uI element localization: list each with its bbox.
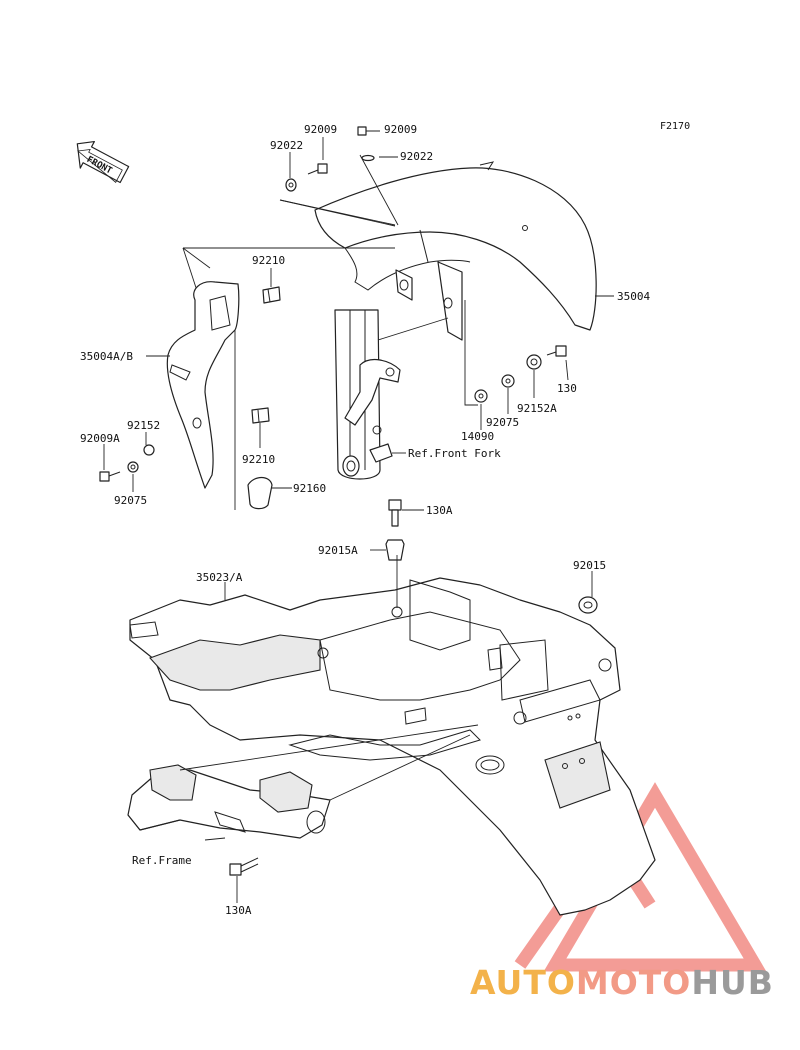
label-92160: 92160 [293,482,326,495]
label-35004: 35004 [617,290,650,303]
label-ref-front-fork: Ref.Front Fork [408,447,501,460]
rear-fender [129,555,656,916]
nut-92152 [143,444,155,456]
label-92075-right: 92075 [486,416,519,429]
label-130a-upper: 130A [426,504,453,517]
label-ref-frame: Ref.Frame [132,854,192,867]
washer-92075-left [127,461,139,473]
label-92015a: 92015A [318,544,358,557]
grommet-92015 [578,596,598,614]
clip-92210-lower [251,407,270,424]
watermark-logo-text: AUTOMOTOHUB [470,963,774,1002]
nut-92152a [526,354,542,370]
label-92022-b: 92022 [400,150,433,163]
label-leaders [103,137,593,903]
clip-92210-upper [262,286,281,304]
washer-92022-upper [361,154,375,162]
label-92009a: 92009A [80,432,120,445]
label-130: 130 [557,382,577,395]
label-92075-left: 92075 [114,494,147,507]
pad-92160 [247,476,273,510]
label-35004ab: 35004A/B [80,350,133,363]
bolt-92009-upper [357,126,380,136]
label-92009-a: 92009 [304,123,337,136]
label-92210-b: 92210 [242,453,275,466]
bolt-130 [546,345,567,357]
label-130a-lower: 130A [225,904,252,917]
watermark-auto: AUTO [470,963,576,1002]
label-92009-b: 92009 [384,123,417,136]
washer-14090 [474,389,488,403]
collar-92015a [385,539,405,561]
label-92015: 92015 [573,559,606,572]
front-fender [314,161,597,341]
front-arrow-icon: FRONT [76,140,130,184]
fender-leaders [182,154,614,406]
part-labels: F2170 92009 92009 92022 92022 92210 3500… [80,121,690,917]
figure-code: F2170 [660,121,690,132]
front-fork-leg [334,309,449,480]
bolt-130a-lower [229,857,259,876]
inner-fender [166,281,240,510]
label-92022-a: 92022 [270,139,303,152]
label-92210-a: 92210 [252,254,285,267]
watermark-moto: MOTO [575,963,692,1002]
bolt-130a-upper [388,499,402,527]
watermark-hub: HUB [691,963,774,1002]
label-92152a: 92152A [517,402,557,415]
bolt-92009a [99,471,121,482]
label-35023: 35023/A [196,571,243,584]
frame-cross-member [127,724,479,839]
label-92152: 92152 [127,419,160,432]
bolt-92009-left [307,163,328,175]
washer-92075-right [501,374,515,388]
washer-92022-left [285,178,297,192]
label-14090: 14090 [461,430,494,443]
